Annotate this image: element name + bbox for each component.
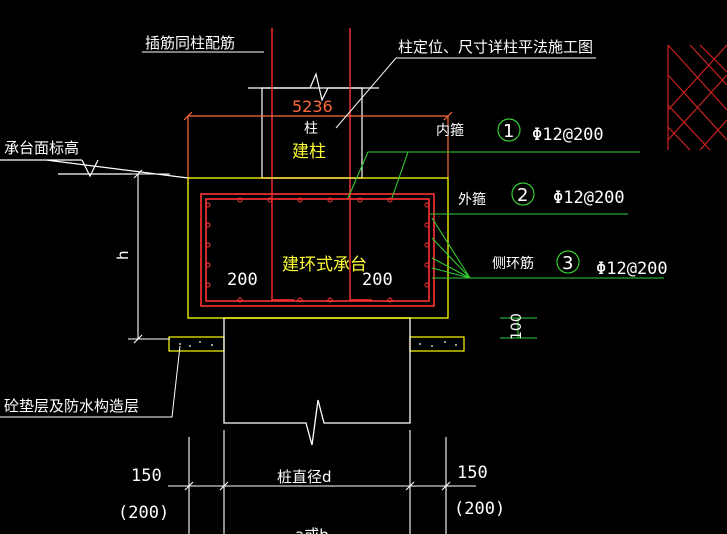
label-cap-top-elev: 承台面标高 [4, 139, 79, 157]
callout-no-3: 3 [562, 253, 573, 274]
label-column-short: 柱 [304, 121, 318, 137]
label-dowel-rebar: 插筋同柱配筋 [145, 34, 235, 52]
callout-circle-1 [497, 118, 521, 142]
leader-side-ring [431, 217, 664, 279]
leader-cushion [0, 345, 181, 418]
callout-spec-2: Φ12@200 [553, 188, 625, 208]
label-column-ref: 柱定位、尺寸详柱平法施工图 [398, 38, 593, 56]
label-cushion: 砼垫层及防水构造层 [4, 397, 139, 415]
label-inner-stirrup: 内箍 [436, 122, 464, 139]
dim-200p-right: (200) [454, 499, 505, 519]
dim-200-right: 200 [362, 270, 393, 290]
cushion-hatch [179, 341, 457, 347]
dim-100 [500, 317, 537, 339]
bottom-dims [168, 430, 476, 534]
rebar-dots [205, 197, 430, 303]
label-100: 100 [509, 313, 525, 340]
dim-150-left: 150 [131, 466, 162, 486]
leader-inner-stirrup [347, 151, 640, 199]
label-build-column: 建柱 [292, 142, 326, 162]
label-build-cap: 建环式承台 [282, 255, 367, 275]
column-ref-leader [335, 57, 397, 129]
label-pile-diameter: 桩直径d [277, 468, 332, 486]
dowel-bars [271, 28, 372, 301]
dim-5236: 5236 [292, 97, 333, 116]
callout-spec-1: Φ12@200 [532, 125, 604, 145]
elevation-marker [0, 159, 189, 179]
callout-circle-2 [511, 182, 535, 206]
hatch-lattice [667, 44, 727, 151]
pile-outline [223, 317, 411, 446]
dim-200-left: 200 [227, 270, 258, 290]
callout-no-1: 1 [503, 121, 514, 142]
rebar-cage [200, 193, 435, 307]
label-a-or-b: a或b [295, 526, 329, 534]
callout-spec-3: Φ12@200 [596, 259, 668, 279]
label-side-ring: 侧环筋 [492, 255, 534, 272]
callout-no-2: 2 [517, 185, 528, 206]
dim-5236-line [183, 111, 453, 178]
callout-circle-3 [556, 250, 580, 274]
dim-150-right: 150 [457, 463, 488, 483]
column-break-mark [262, 72, 362, 102]
label-h: h [114, 250, 132, 260]
dim-200p-left: (200) [118, 503, 169, 523]
label-outer-stirrup: 外箍 [458, 191, 486, 208]
dim-h [128, 169, 170, 344]
